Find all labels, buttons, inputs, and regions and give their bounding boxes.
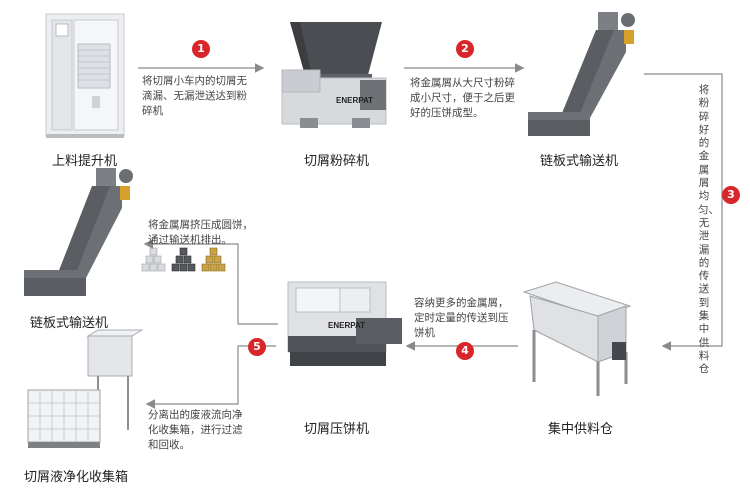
label-hopper: 集中供料仓 (548, 422, 614, 437)
label-conveyor-top: 链板式输送机 (540, 154, 619, 169)
desc-step-5: 分离出的废液流向净 化收集箱，进行过滤 和回收。 (148, 409, 243, 451)
desc-step-3-vertical: 将粉碎好的金属屑均匀、无泄漏的传送到集中供料仓 (698, 84, 719, 376)
desc-step-2: 将金属屑从大尺寸粉碎 成小尺寸，便于之后更 好的压饼成型。 (410, 77, 515, 119)
desc-step-1: 将切屑小车内的切屑无 滴漏、无漏泄送达到粉 碎机 (142, 75, 247, 117)
step-badge-5: 5 (248, 338, 266, 356)
step-badge-2: 2 (456, 40, 474, 58)
desc-briquette-output: 将金属屑挤压成圆饼， 通过输送机排出。 (148, 219, 253, 246)
label-briquetter: 切屑压饼机 (304, 422, 370, 437)
briquette-pucks-illustration (141, 247, 226, 272)
shredder-illustration: ENERPAT (281, 22, 387, 128)
desc-step-4: 容纳更多的金属屑， 定时定量的传送到压 饼机 (414, 297, 509, 339)
label-shredder: 切屑粉碎机 (304, 154, 370, 169)
label-tank: 切屑液净化收集箱 (24, 470, 129, 485)
svg-text:ENERPAT: ENERPAT (336, 96, 373, 105)
step-badge-3: 3 (722, 186, 740, 204)
label-conveyor-left: 链板式输送机 (30, 316, 109, 331)
briquetter-illustration: ENERPAT (287, 281, 402, 366)
step-badge-1: 1 (192, 40, 210, 58)
hopper-illustration (522, 281, 632, 396)
conveyor-left-illustration (24, 168, 133, 296)
conveyor-top-illustration (528, 12, 635, 136)
lift-machine-illustration (45, 13, 125, 138)
step-badge-4: 4 (456, 342, 474, 360)
label-lift: 上料提升机 (52, 154, 118, 169)
svg-text:ENERPAT: ENERPAT (328, 321, 365, 330)
tank-illustration (27, 329, 144, 448)
